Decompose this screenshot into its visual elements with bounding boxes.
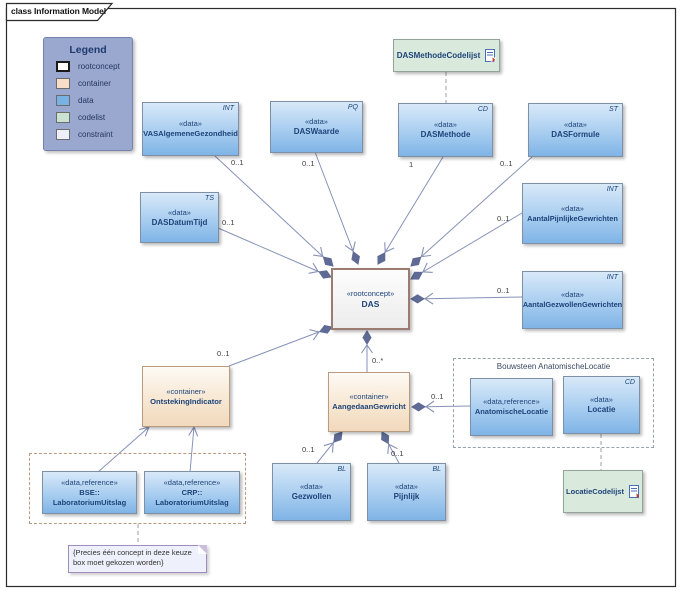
constraint-text: {Precies één concept in deze keuze box m…	[73, 548, 192, 567]
node-vasalgemenegezondheid[interactable]: INT «data» VASAlgemeneGezondheid	[142, 102, 239, 156]
multiplicity-label: 0..1	[231, 158, 244, 167]
connector-crp-ontsteking	[190, 427, 194, 473]
type-tag: BL	[432, 466, 441, 473]
group-keuze-box	[29, 453, 246, 524]
type-tag: INT	[606, 186, 618, 193]
node-gezwollen[interactable]: BL «data» Gezwollen	[272, 463, 351, 521]
codelist-doc-icon	[485, 49, 496, 62]
type-tag: BL	[337, 466, 346, 473]
legend-swatch-codelist	[56, 112, 70, 123]
multiplicity-label: 1	[409, 160, 414, 169]
connector-pijnlijk-aangedaan	[381, 431, 400, 464]
multiplicity-label: 0..1	[500, 159, 513, 168]
legend-swatch-constraint	[56, 129, 70, 140]
constraint-note[interactable]: {Precies één concept in deze keuze box m…	[68, 545, 207, 573]
multiplicity-label: 0..*	[372, 356, 384, 365]
connector-vas-das	[214, 155, 334, 267]
node-dasmethode[interactable]: CD «data» DASMethode	[398, 103, 493, 157]
type-tag: INT	[222, 105, 234, 112]
node-pijnlijk[interactable]: BL «data» Pijnlijk	[367, 463, 446, 521]
connector-dasdatumtijd-das	[217, 227, 332, 279]
connector-aantalpijnlijke-das	[410, 212, 523, 280]
multiplicity-label: 0..1	[222, 218, 235, 227]
multiplicity-label: 0..1	[391, 449, 404, 458]
connector-dasmethode-das	[377, 156, 444, 265]
node-crp-laboratoriumuitslag[interactable]: «data,reference» CRP:: LaboratoriumUitsl…	[144, 471, 240, 514]
codelist-doc-icon	[628, 485, 640, 498]
multiplicity-label: 0..1	[217, 349, 230, 358]
connector-ontsteking-das	[228, 325, 333, 367]
node-locatie[interactable]: CD «data» Locatie	[563, 376, 640, 434]
connector-daswaarde-das	[314, 151, 360, 265]
group-bouwsteen-anatomischelocatie: Bouwsteen AnatomischeLocatie	[453, 358, 654, 448]
node-aantalgezwollengewrichten[interactable]: INT «data» AantalGezwollenGewrichten	[522, 271, 623, 329]
node-daswaarde[interactable]: PQ «data» DASWaarde	[270, 101, 363, 153]
legend-item-data: data	[56, 94, 132, 107]
node-das-rootconcept[interactable]: «rootconcept» DAS	[331, 268, 410, 330]
multiplicity-label: 0..1	[497, 286, 510, 295]
legend-item-rootconcept: rootconcept	[56, 60, 132, 73]
legend-item-codelist: codelist	[56, 111, 132, 124]
multiplicity-label: 0..1	[302, 159, 315, 168]
node-aangedaangewricht[interactable]: «container» AangedaanGewricht	[328, 372, 410, 432]
type-tag: CD	[477, 106, 488, 113]
multiplicity-label: 0..1	[497, 214, 510, 223]
connector-gezwollen-aangedaan	[316, 431, 343, 464]
type-tag: PQ	[347, 104, 358, 111]
legend: Legend rootconcept container data codeli…	[43, 37, 133, 151]
connector-dasformule-das	[410, 156, 533, 267]
node-dasdatumtijd[interactable]: TS «data» DASDatumTijd	[140, 192, 219, 243]
type-tag: CD	[624, 379, 635, 386]
multiplicity-label: 0..1	[431, 392, 444, 401]
node-ontstekingindicator[interactable]: «container» OntstekingIndicator	[142, 366, 230, 427]
node-locatiecodelijst[interactable]: LocatieCodelijst	[563, 470, 643, 513]
type-tag: INT	[606, 274, 618, 281]
legend-item-container: container	[56, 77, 132, 90]
node-anatomischelocatie[interactable]: «data,reference» AnatomischeLocatie	[470, 378, 553, 436]
node-bse-laboratoriumuitslag[interactable]: «data,reference» BSE:: LaboratoriumUitsl…	[42, 471, 137, 514]
type-tag: ST	[609, 106, 618, 113]
connector-anatomische-aangedaan	[411, 400, 471, 413]
connector-bse-ontsteking	[97, 427, 149, 473]
diagram-frame	[5, 7, 677, 588]
type-tag: TS	[205, 195, 214, 202]
node-dasformule[interactable]: ST «data» DASFormule	[528, 103, 623, 157]
legend-item-constraint: constraint	[56, 128, 132, 141]
legend-swatch-container	[56, 78, 70, 89]
connector-aantalgezwollen-das	[410, 292, 523, 305]
legend-swatch-rootconcept	[56, 61, 70, 72]
legend-swatch-data	[56, 95, 70, 106]
multiplicity-label: 0..1	[302, 445, 315, 454]
group-title: Bouwsteen AnatomischeLocatie	[496, 362, 611, 371]
node-dasmethodecodelijst[interactable]: DASMethodeCodelijst	[393, 39, 500, 72]
title-tab	[5, 2, 114, 22]
note-fold-corner	[198, 545, 207, 554]
legend-title: Legend	[69, 44, 107, 56]
node-aantalpijnlijkegewrichten[interactable]: INT «data» AantalPijnlijkeGewrichten	[522, 183, 623, 244]
diagram-title: class Information Model	[11, 6, 106, 16]
